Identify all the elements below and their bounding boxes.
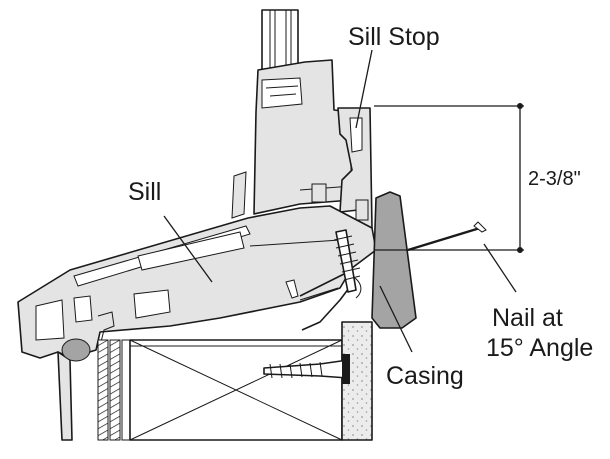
label-sill: Sill — [128, 178, 161, 206]
screw-lower — [263, 354, 350, 384]
leader-sill-stop — [355, 49, 373, 129]
framing-block — [129, 339, 343, 441]
leader-casing — [379, 285, 413, 353]
sill-stop-profile — [337, 107, 373, 233]
screw-upper — [333, 229, 361, 293]
label-dimension: 2-3/8" — [528, 168, 581, 190]
leader-nail — [483, 243, 517, 293]
sash-profile — [253, 59, 353, 215]
label-nail-line2: 15° Angle — [486, 334, 593, 362]
casing-trim — [371, 191, 417, 329]
dimension-2-3-8 — [374, 103, 524, 253]
label-nail-line1: Nail at — [492, 304, 563, 332]
casing-nail — [407, 221, 487, 252]
sill-profile — [17, 171, 377, 359]
shim-layers — [97, 339, 131, 441]
nailing-fin — [57, 338, 91, 441]
leader-sill — [163, 215, 213, 283]
label-sill-stop: Sill Stop — [348, 23, 440, 51]
label-casing: Casing — [386, 362, 464, 390]
